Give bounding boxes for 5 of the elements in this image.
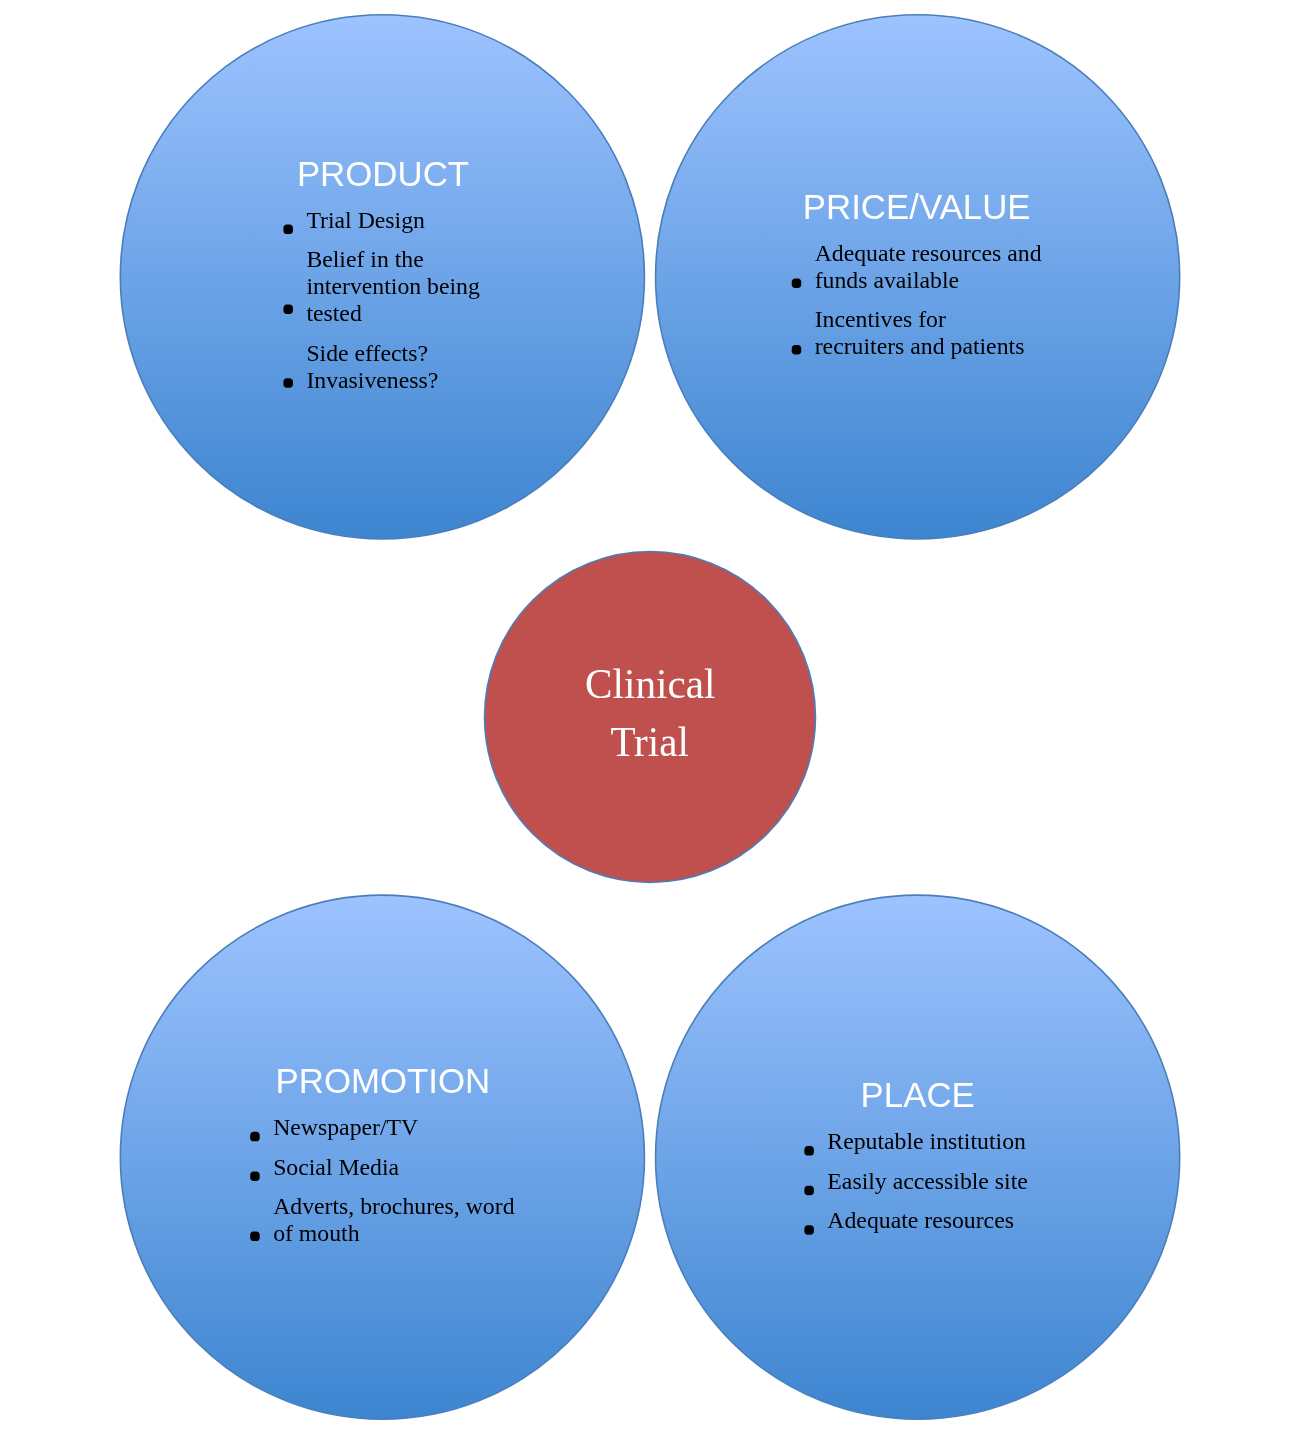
node-circle: PROMOTION Newspaper/TV Social Media Adverts, brochures, word of mouth [119,894,645,1421]
node-circle: PRICE/VALUE Adequate resources and funds available Incentives for recruiters and patients [654,13,1180,540]
node-circle: Clinical Trial [483,550,816,884]
node-circle: PRODUCT Trial Design Belief in the intervention being tested Side effects? Invasiveness? [119,13,645,540]
node-circle: PLACE Reputable institution Easily accessible site Adequate resources [654,894,1180,1421]
